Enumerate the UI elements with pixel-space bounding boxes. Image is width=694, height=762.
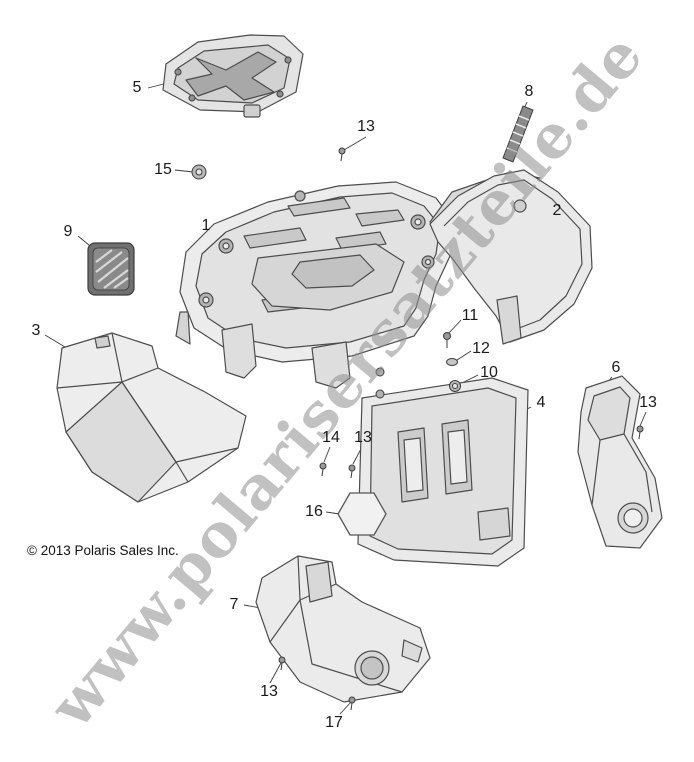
part-3-panel-drawing	[56, 332, 247, 503]
fastener-drawings	[191, 147, 644, 711]
part-8-spring-drawing	[502, 105, 534, 163]
part-9-grille-drawing	[87, 242, 135, 296]
part-1-body-drawing	[175, 181, 455, 389]
part-5-lid-drawing	[162, 34, 304, 118]
part-16-plug-drawing	[337, 492, 387, 536]
part-4-panel-drawing	[357, 377, 529, 567]
part-6-bracket-drawing	[577, 375, 663, 549]
part-2-panel-drawing	[429, 169, 593, 345]
part-7-panel-drawing	[255, 555, 431, 703]
copyright-text: © 2013 Polaris Sales Inc.	[27, 543, 179, 558]
